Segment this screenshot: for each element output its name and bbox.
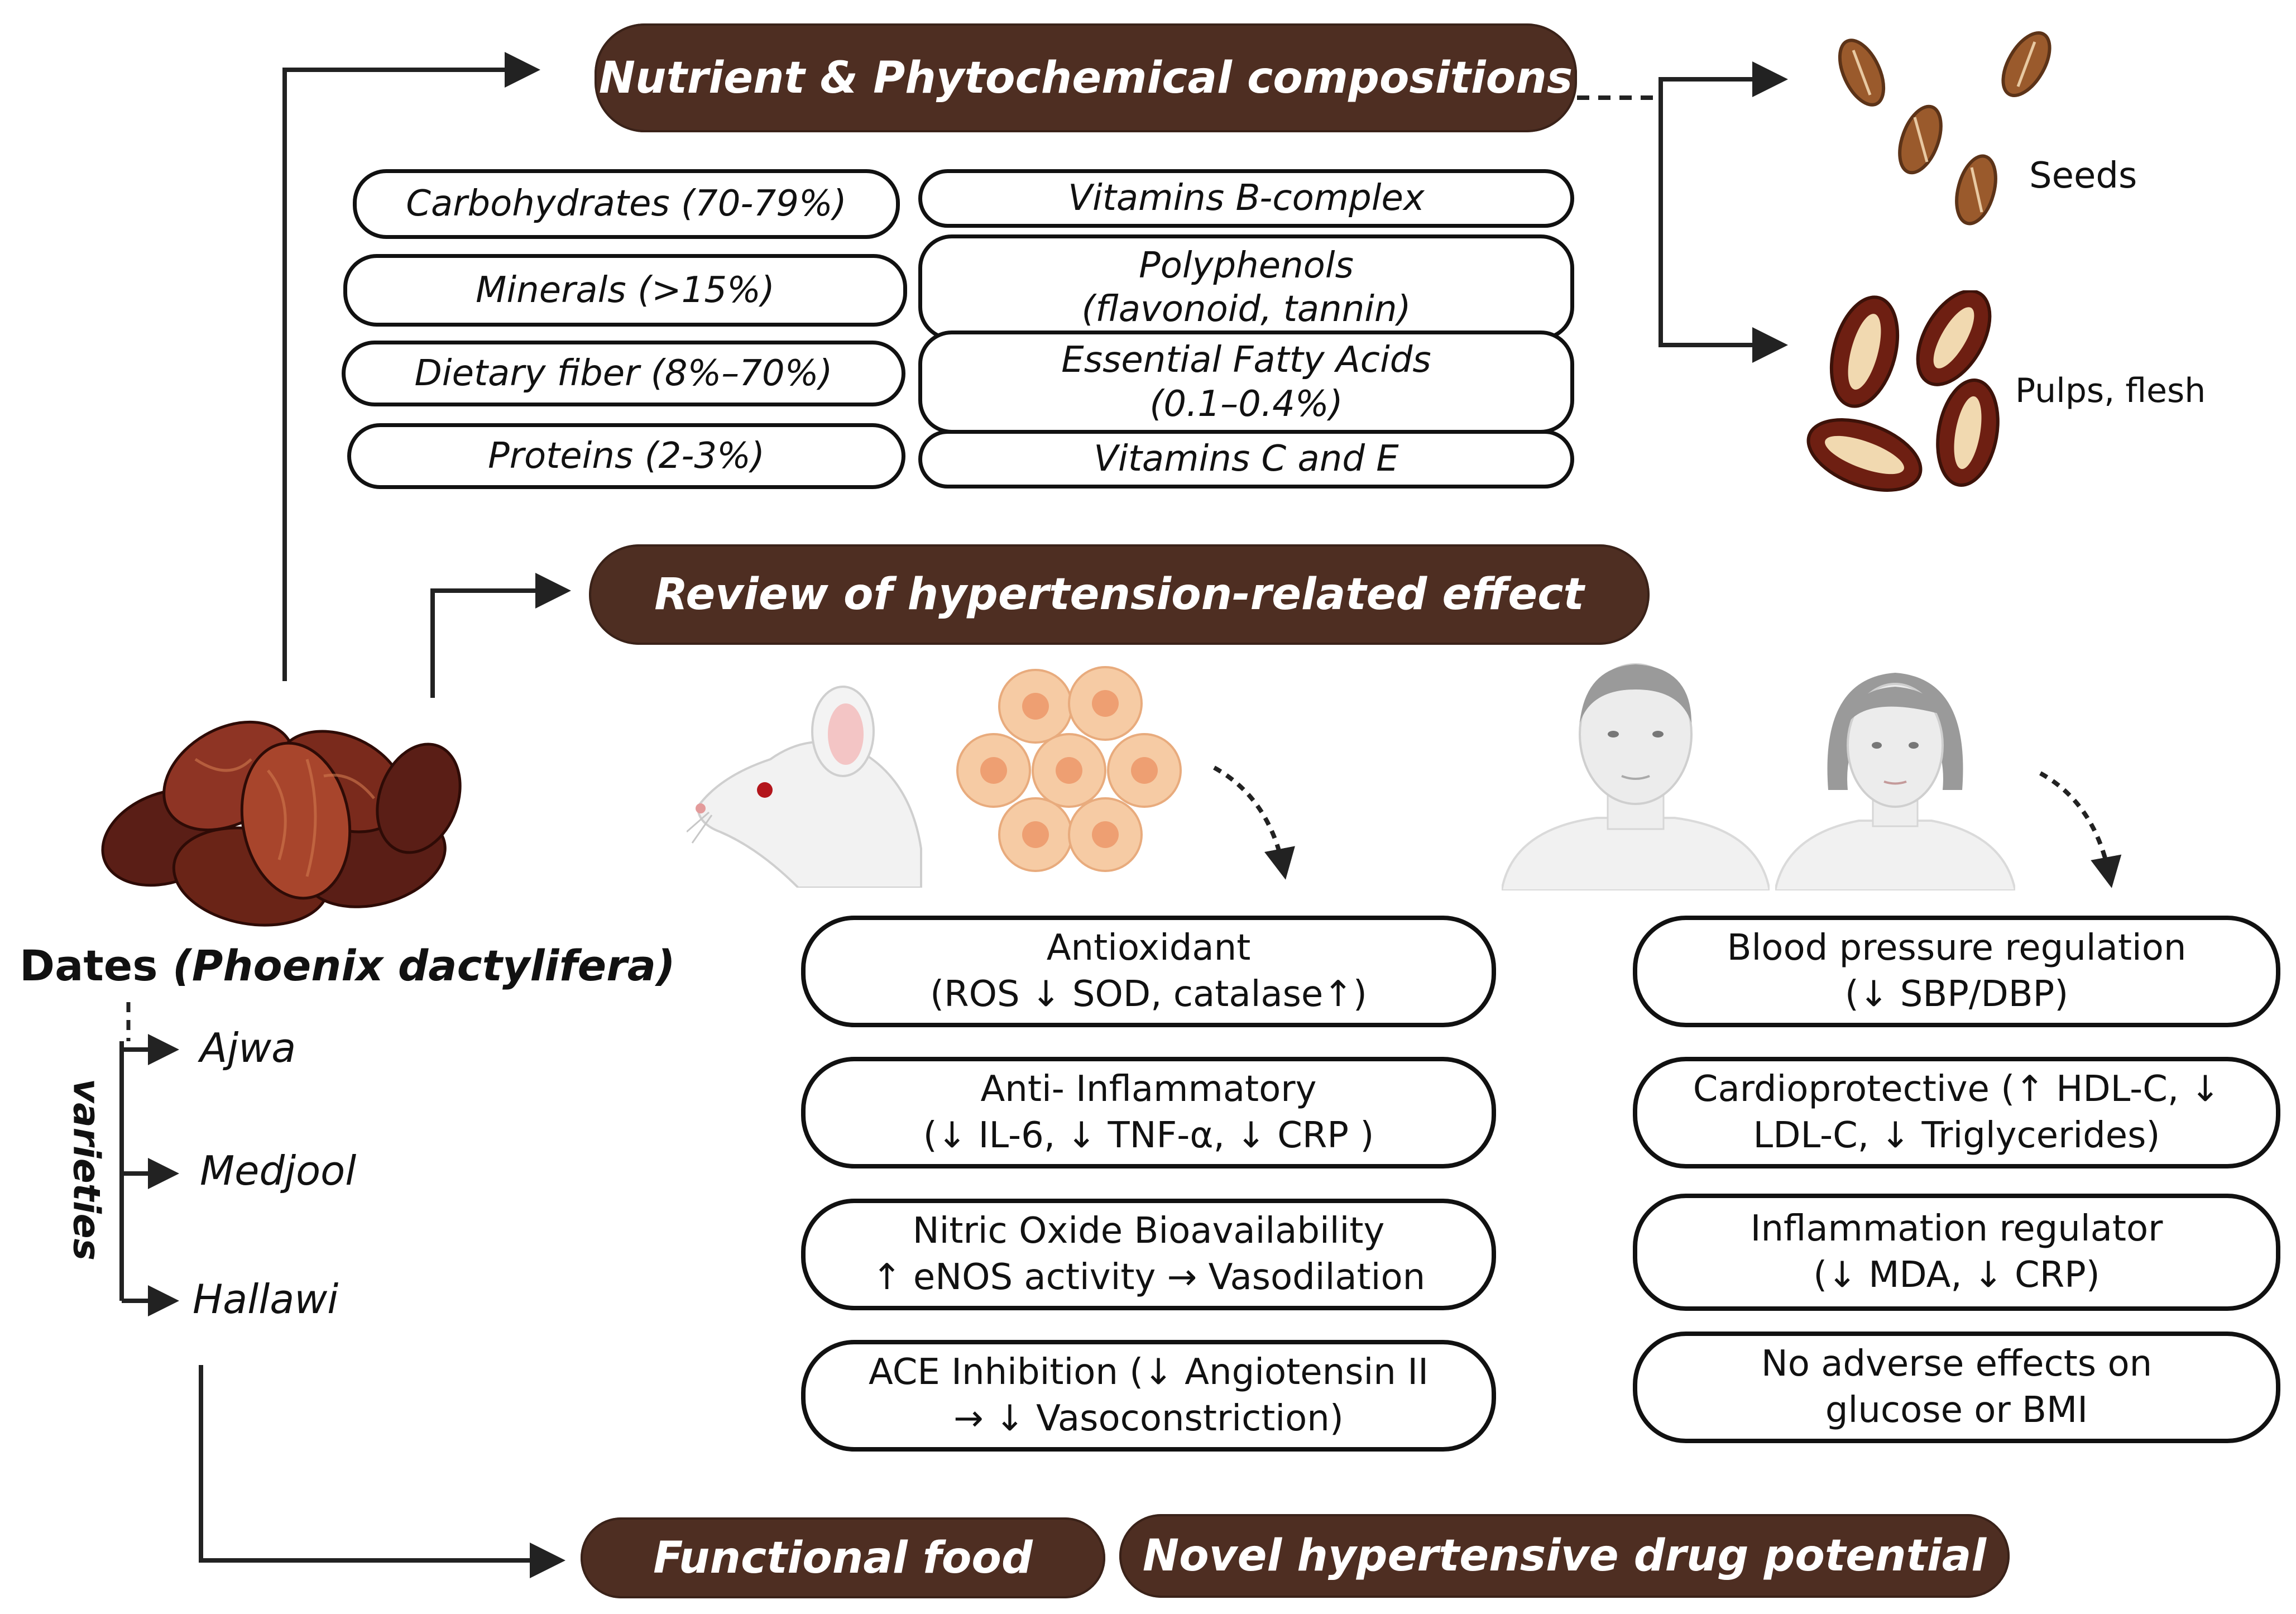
effect-detail: (ROS ↓ SOD, catalase↑): [930, 974, 1367, 1015]
arrow-to-functional-food: [199, 1365, 565, 1578]
variety-hallawi: Hallawi: [193, 1276, 339, 1323]
functional-food-title: Functional food: [653, 1532, 1033, 1583]
effect-title: Cardioprotective (↑ HDL-C, ↓: [1693, 1068, 2221, 1110]
effect-title: Antioxidant: [1046, 927, 1251, 969]
arrow-to-pulps: [1659, 98, 1788, 363]
nutrient-label: Essential Fatty Acids: [1061, 339, 1431, 381]
clinical-curved-arrow: [2039, 771, 2122, 888]
seed-icon: [1838, 31, 2051, 226]
preclinical-curved-arrow: [1213, 765, 1295, 880]
effect-inflammation-regulator: Inflammation regulator (↓ MDA, ↓ CRP): [1633, 1194, 2280, 1311]
effect-nitric-oxide: Nitric Oxide Bioavailability ↑ eNOS acti…: [801, 1199, 1496, 1310]
nutrient-pill-vitamins-b: Vitamins B-complex: [918, 169, 1574, 228]
effect-title: Inflammation regulator: [1750, 1208, 2163, 1249]
effect-blood-pressure: Blood pressure regulation (↓ SBP/DBP): [1633, 916, 2280, 1027]
man-icon: [1502, 663, 1770, 890]
effect-title: ACE Inhibition (↓ Angiotensin II: [869, 1351, 1429, 1393]
nutrient-label: Minerals (>15%): [476, 269, 775, 311]
nutrient-sublabel: (flavonoid, tannin): [1081, 289, 1411, 330]
effect-detail: → ↓ Vasoconstriction): [953, 1398, 1344, 1439]
nutrient-pill-vitamins-ce: Vitamins C and E: [918, 430, 1574, 488]
dates-scientific-name: (Phoenix dactylifera): [172, 941, 675, 990]
drug-potential-title: Novel hypertensive drug potential: [1142, 1531, 1987, 1581]
pulps-label: Pulps, flesh: [2015, 371, 2206, 410]
woman-icon: [1775, 673, 2015, 890]
effect-detail: LDL-C, ↓ Triglycerides): [1753, 1115, 2160, 1156]
arrow-to-seeds: [1659, 61, 1788, 98]
nutrient-sublabel: (0.1–0.4%): [1149, 383, 1343, 425]
nutrient-label: Vitamins B-complex: [1068, 178, 1425, 219]
cells-icon: [956, 666, 1182, 872]
effect-title: Nitric Oxide Bioavailability: [912, 1210, 1385, 1252]
effect-title: Blood pressure regulation: [1727, 927, 2187, 969]
effect-title: Anti- Inflammatory: [980, 1068, 1317, 1110]
nutrient-banner: Nutrient & Phytochemical compositions: [595, 23, 1577, 132]
dates-title: Dates (Phoenix dactylifera): [20, 941, 675, 990]
nutrient-label: Proteins (2-3%): [488, 435, 765, 477]
arrow-to-review: [430, 573, 571, 698]
nutrient-label: Vitamins C and E: [1094, 438, 1399, 480]
nutrient-pill-polyphenols: Polyphenols (flavonoid, tannin): [918, 234, 1574, 341]
dates-fruit-icon: [101, 720, 462, 927]
effect-no-adverse: No adverse effects on glucose or BMI: [1633, 1332, 2280, 1443]
effect-cardioprotective: Cardioprotective (↑ HDL-C, ↓ LDL-C, ↓ Tr…: [1633, 1057, 2280, 1168]
review-banner: Review of hypertension-related effect: [589, 544, 1650, 645]
effect-title: No adverse effects on: [1761, 1343, 2153, 1385]
nutrient-label: Polyphenols: [1139, 245, 1354, 286]
nutrient-pill-fatty-acids: Essential Fatty Acids (0.1–0.4%): [918, 331, 1574, 434]
pulp-icon: [1806, 290, 2000, 492]
arrow-to-nutrient: [282, 52, 540, 681]
nutrient-pill-carbohydrates: Carbohydrates (70-79%): [353, 169, 900, 239]
variety-ajwa: Ajwa: [200, 1024, 296, 1071]
effect-detail: (↓ IL-6, ↓ TNF-α, ↓ CRP ): [923, 1115, 1374, 1156]
effect-detail: glucose or BMI: [1825, 1390, 2088, 1431]
effect-ace-inhibition: ACE Inhibition (↓ Angiotensin II → ↓ Vas…: [801, 1340, 1496, 1452]
effect-detail: ↑ eNOS activity → Vasodilation: [871, 1257, 1426, 1298]
nutrient-pill-proteins: Proteins (2-3%): [347, 423, 905, 489]
dates-name: Dates: [20, 941, 158, 990]
drug-potential-banner: Novel hypertensive drug potential: [1119, 1514, 2010, 1598]
effect-anti-inflammatory: Anti- Inflammatory (↓ IL-6, ↓ TNF-α, ↓ C…: [801, 1057, 1496, 1168]
nutrient-label: Carbohydrates (70-79%): [406, 183, 847, 225]
nutrient-pill-dietary-fiber: Dietary fiber (8%–70%): [342, 341, 905, 406]
nutrient-pill-minerals: Minerals (>15%): [343, 254, 907, 327]
seeds-label: Seeds: [2029, 155, 2137, 197]
nutrient-label: Dietary fiber (8%–70%): [414, 352, 833, 394]
rat-icon: [687, 686, 922, 888]
nutrient-banner-title: Nutrient & Phytochemical compositions: [598, 52, 1573, 103]
effect-antioxidant: Antioxidant (ROS ↓ SOD, catalase↑): [801, 916, 1496, 1027]
varieties-label: varieties: [65, 1079, 108, 1261]
variety-medjool: Medjool: [200, 1147, 357, 1194]
functional-food-banner: Functional food: [581, 1517, 1105, 1598]
effect-detail: (↓ MDA, ↓ CRP): [1813, 1254, 2100, 1296]
effect-detail: (↓ SBP/DBP): [1844, 974, 2069, 1015]
review-banner-title: Review of hypertension-related effect: [654, 569, 1584, 620]
